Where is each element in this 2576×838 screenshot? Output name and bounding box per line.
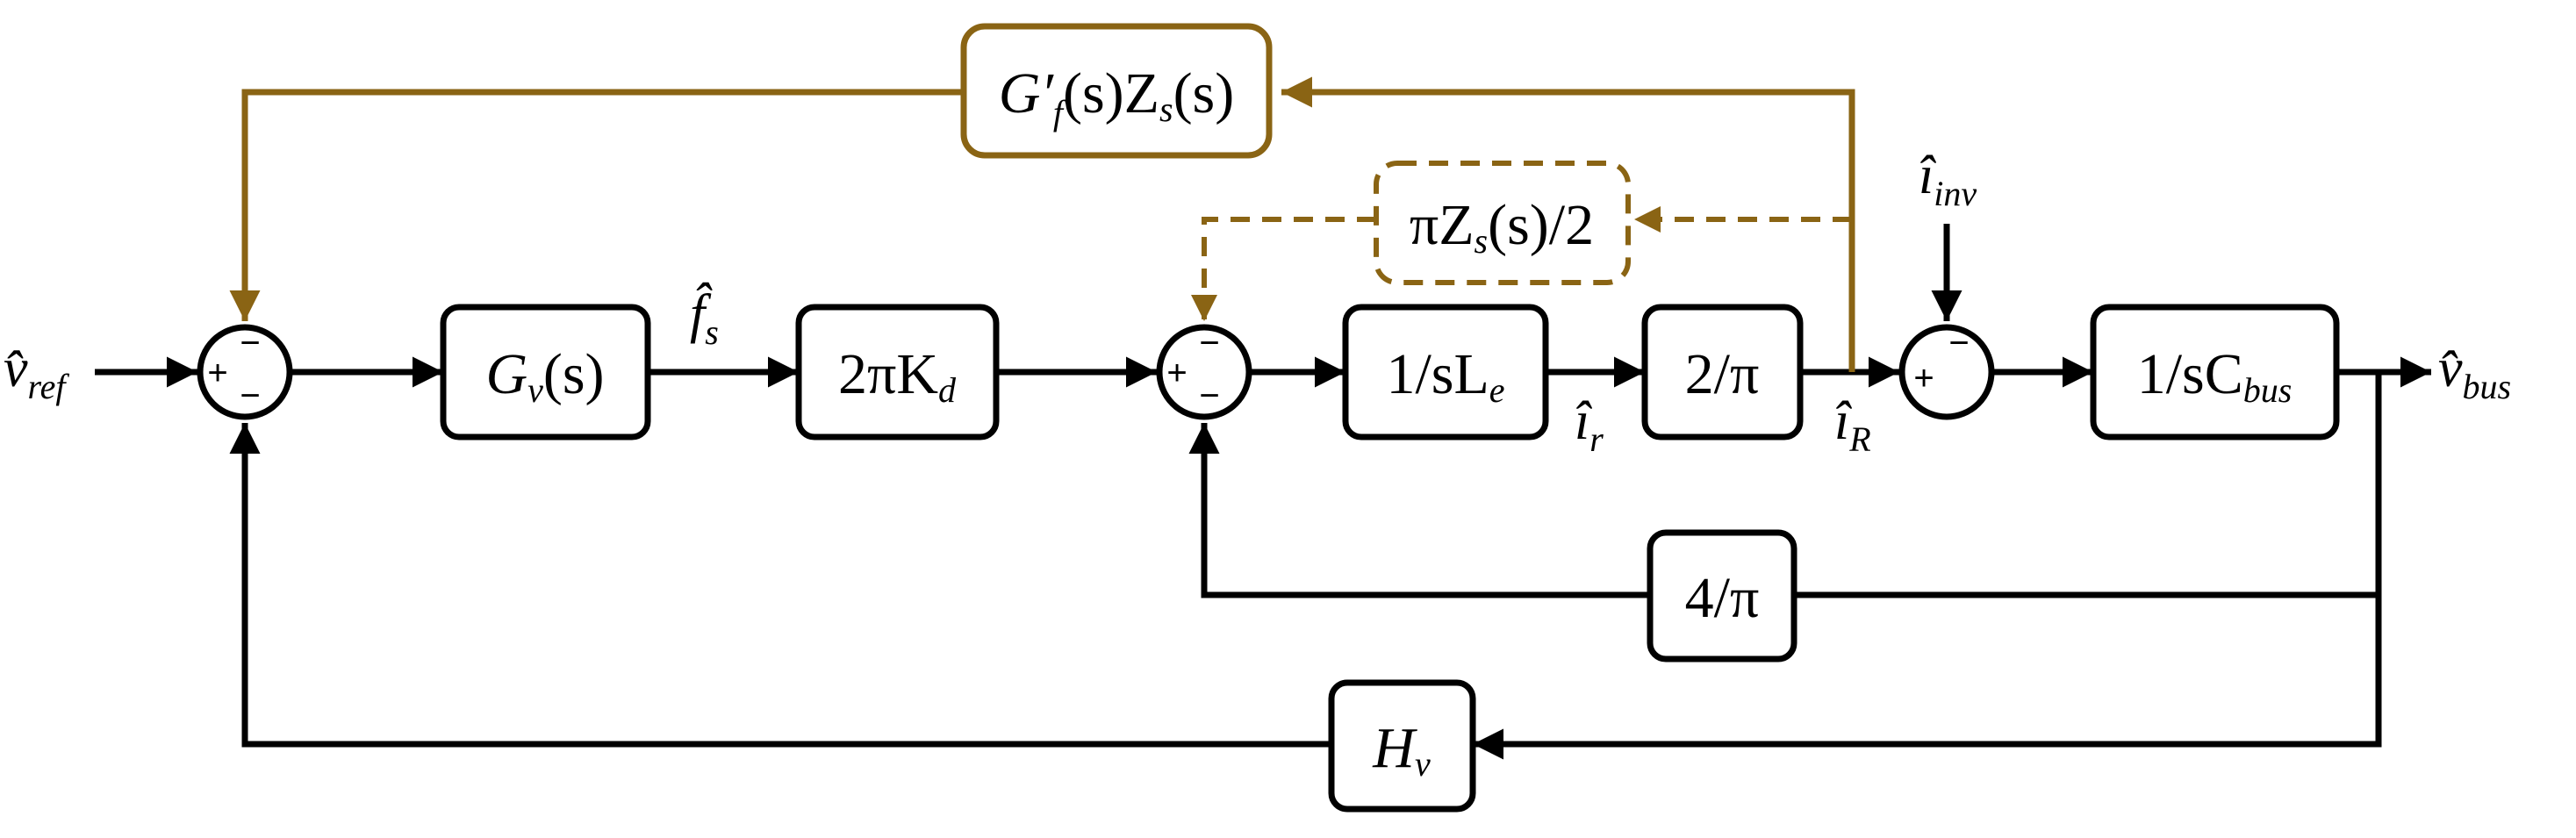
block-1-over-s-le: 1/sLe bbox=[1342, 304, 1549, 440]
block-gv: Gv(s) bbox=[440, 304, 651, 440]
svg-text:1/sCbus: 1/sCbus bbox=[2137, 342, 2293, 410]
signal-f-s: f̂s bbox=[690, 283, 719, 352]
summing-junction-2: + − − bbox=[1156, 324, 1252, 420]
wire-4pi-to-sum2 bbox=[1188, 423, 1650, 598]
svg-text:G′f(s)Zs(s): G′f(s)Zs(s) bbox=[999, 61, 1234, 133]
block-2pi-kd: 2πKd bbox=[795, 304, 1000, 440]
sum1-plus-sign: + bbox=[207, 354, 227, 392]
svg-text:Hv: Hv bbox=[1372, 716, 1431, 784]
sum1-minus-top-sign: − bbox=[240, 324, 260, 362]
sum1-minus-bottom-sign: − bbox=[240, 376, 260, 415]
sum3-plus-sign: + bbox=[1913, 359, 1934, 398]
signal-i-R: îR bbox=[1834, 391, 1871, 459]
sum2-plus-sign: + bbox=[1166, 354, 1187, 392]
sum3-minus-sign: − bbox=[1948, 324, 1969, 362]
svg-text:4/π: 4/π bbox=[1685, 566, 1760, 630]
wire-ir-to-gfzs bbox=[1281, 76, 1855, 372]
signal-i-r: îr bbox=[1575, 391, 1604, 459]
signal-v-ref: v̂ref bbox=[4, 339, 69, 406]
summing-junction-3: + − bbox=[1898, 324, 1995, 420]
block-2-over-pi: 2/π bbox=[1641, 304, 1804, 440]
sum2-minus-top-sign: − bbox=[1199, 324, 1219, 362]
svg-text:1/sLe: 1/sLe bbox=[1386, 342, 1504, 410]
block-gf-zs: G′f(s)Zs(s) bbox=[960, 23, 1273, 159]
block-4-over-pi: 4/π bbox=[1647, 529, 1797, 663]
wire-gfzs-to-sum1 bbox=[229, 89, 964, 321]
wire-pizs-to-sum2 bbox=[1191, 217, 1376, 321]
wire-feedback-hv bbox=[1473, 595, 2382, 760]
signal-v-bus: v̂bus bbox=[2438, 339, 2511, 406]
svg-text:πZs(s)/2: πZs(s)/2 bbox=[1410, 193, 1594, 261]
wire-hv-to-sum1 bbox=[229, 423, 1331, 748]
block-hv: Hv bbox=[1328, 679, 1476, 813]
block-pi-zs-over-2: πZs(s)/2 bbox=[1374, 161, 1631, 285]
block-1-over-s-cbus: 1/sCbus bbox=[2090, 304, 2340, 440]
signal-i-inv: îinv bbox=[1919, 146, 1977, 213]
svg-text:2πKd: 2πKd bbox=[838, 342, 957, 410]
summing-junction-1: + − − bbox=[197, 324, 293, 420]
svg-text:2/π: 2/π bbox=[1685, 342, 1760, 406]
sum2-minus-bottom-sign: − bbox=[1199, 376, 1219, 415]
svg-text:Gv(s): Gv(s) bbox=[485, 342, 604, 410]
